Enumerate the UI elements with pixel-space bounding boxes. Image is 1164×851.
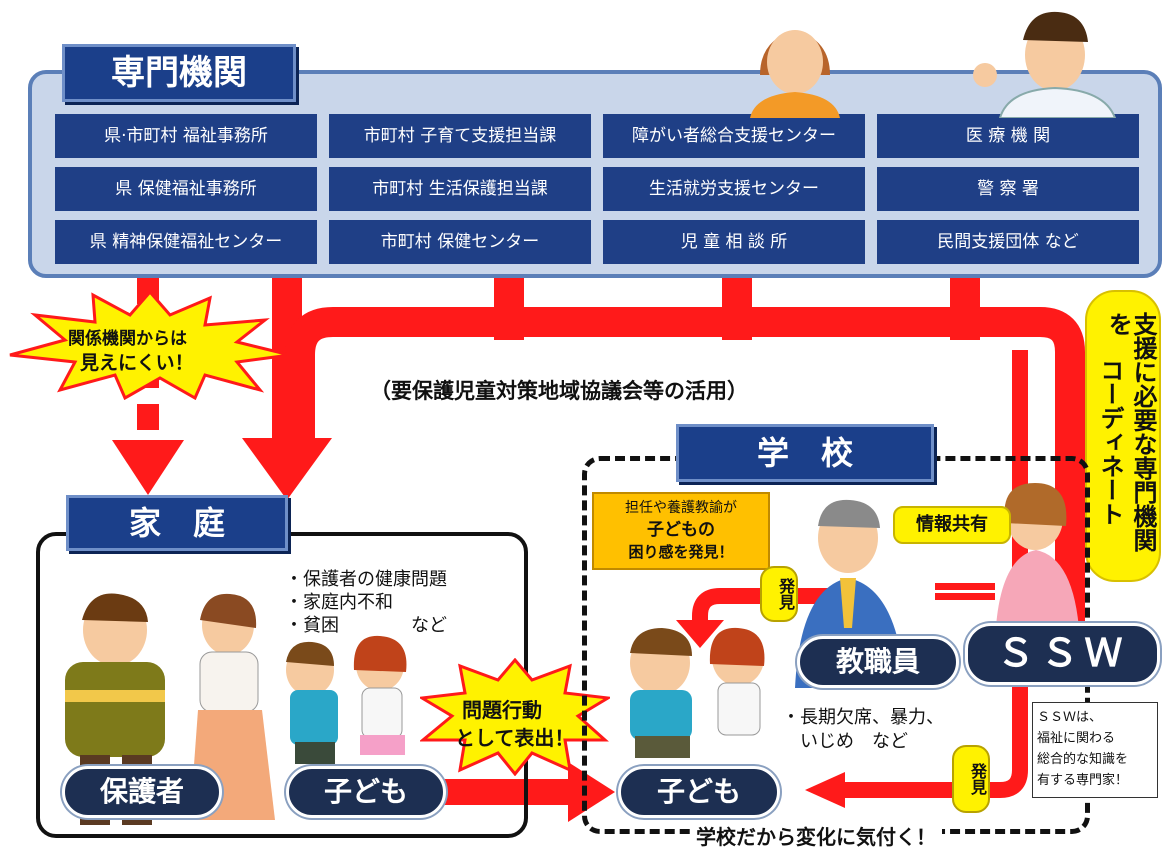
home-issue-1: ・保護者の健康問題	[285, 569, 447, 590]
school-girl-figure	[709, 627, 765, 736]
agency-cell: 生活就労支援センター	[603, 167, 865, 211]
home-to-school-arrow	[440, 762, 615, 822]
woman-staff-figure	[750, 30, 840, 118]
staff-label: 教職員	[797, 636, 959, 688]
ssw-note-line2: 福祉に関わる	[1037, 731, 1116, 746]
home-child-label: 子ども	[286, 766, 446, 818]
home-girl-figure	[353, 635, 407, 755]
school-boy-figure	[630, 628, 692, 758]
ssw-woman-figure	[995, 483, 1080, 643]
coordination-subtitle: （要保護児童対策地域協議会等の活用）	[370, 379, 748, 403]
school-footer: 学校だから変化に気付く！	[690, 821, 942, 850]
discover-arrow-top	[676, 588, 830, 648]
agency-cell: 県·市町村 福祉事務所	[55, 114, 317, 158]
agency-cell: 市町村 生活保護担当課	[329, 167, 591, 211]
teacher-finding-line2: 子どもの	[647, 520, 715, 540]
home-boy-figure	[286, 641, 338, 764]
problem-line2: として表出！	[455, 726, 575, 750]
home-issues: ・保護者の健康問題 ・家庭内不和 ・貧困 など	[285, 568, 447, 637]
ssw-note-line4: 有する専門家！	[1037, 773, 1129, 788]
agency-cell: 警 察 署	[877, 167, 1139, 211]
ssw-label: ＳＳＷ	[965, 623, 1160, 685]
burst-shape	[9, 290, 291, 400]
discover-badge-bottom: 発見	[952, 745, 990, 813]
agency-cell: 障がい者総合支援センター	[603, 114, 865, 158]
discover-badge-top: 発見	[760, 566, 798, 622]
school-issue-1: ・長期欠席、暴力、	[782, 707, 944, 728]
teacher-finding-line1: 担任や養護教諭が	[625, 500, 737, 516]
burst-line2: 見えにくい！	[80, 352, 194, 374]
home-issue-3: ・貧困 など	[285, 615, 447, 636]
mother-figure	[190, 593, 275, 820]
agency-cell: 県 保健福祉事務所	[55, 167, 317, 211]
vertical-note-box	[1085, 290, 1161, 582]
home-issue-2: ・家庭内不和	[285, 592, 393, 613]
agency-cell: 医 療 機 関	[877, 114, 1139, 158]
staff-illustration-top	[750, 11, 1117, 118]
school-child-label: 子ども	[618, 766, 780, 818]
agency-cell: 児 童 相 談 所	[603, 220, 865, 264]
agency-cell: 県 精神保健福祉センター	[55, 220, 317, 264]
agency-grid: 県·市町村 福祉事務所市町村 子育て支援担当課障がい者総合支援センター医 療 機…	[55, 114, 1147, 264]
coordination-band	[285, 278, 1085, 798]
vertical-note-col2: コーディネート	[1096, 358, 1124, 526]
school-issue-2: いじめ など	[782, 731, 908, 752]
ssw-note-box: ＳＳＷは、 福祉に関わる 総合的な知識を 有する専門家！	[1032, 702, 1158, 798]
ssw-to-staff-arrow	[935, 583, 995, 600]
guardian-label: 保護者	[62, 766, 222, 818]
teacher-finding-box: 担任や養護教諭が 子どもの 困り感を発見！	[592, 492, 770, 570]
vertical-note-col1: 支援に必要な専門機関を	[1104, 312, 1157, 552]
agency-cell: 市町村 保健センター	[329, 220, 591, 264]
school-title: 学 校	[676, 424, 934, 482]
info-share-badge: 情報共有	[893, 506, 1011, 544]
ssw-note-line3: 総合的な知識を	[1037, 752, 1129, 767]
ssw-note-line1: ＳＳＷは、	[1037, 710, 1103, 725]
problem-line1: 問題行動	[462, 698, 542, 722]
agency-cell: 民間支援団体 など	[877, 220, 1139, 264]
teacher-finding-line3: 困り感を発見！	[628, 543, 734, 561]
burst-line1: 関係機関からは	[68, 329, 187, 349]
discover-arrow-bottom	[805, 772, 845, 808]
home-title: 家 庭	[66, 495, 288, 551]
agency-cell: 市町村 子育て支援担当課	[329, 114, 591, 158]
man-staff-figure	[973, 11, 1117, 118]
dashed-arrow-to-home	[112, 278, 184, 495]
school-issues: ・長期欠席、暴力、 いじめ など	[782, 706, 944, 754]
agency-title: 専門機関	[62, 44, 296, 102]
problem-burst-shape	[420, 658, 610, 776]
coordination-title: ＳＳＷのコーディネートによる専門機関の協働支援	[330, 340, 903, 368]
